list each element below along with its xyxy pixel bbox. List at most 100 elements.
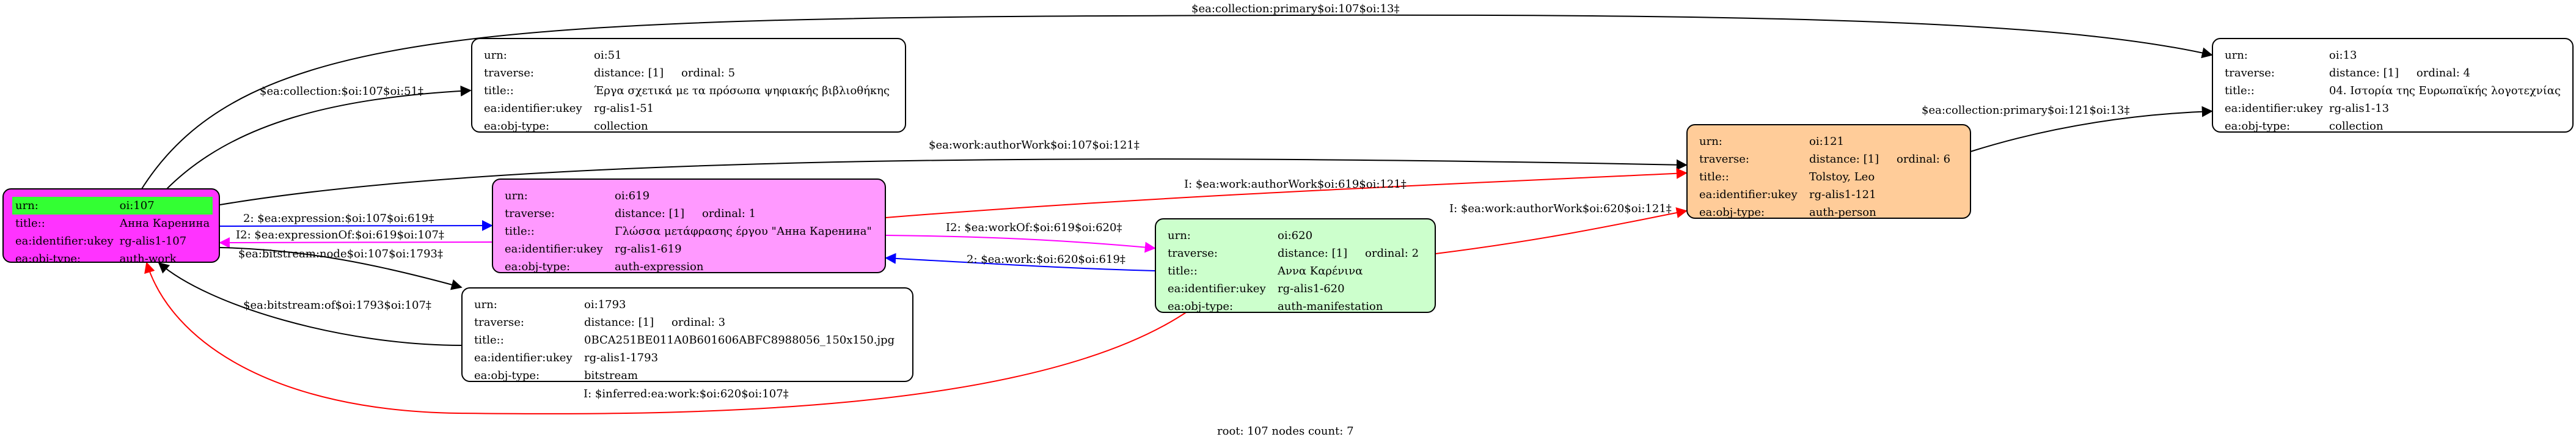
distance-value: distance: [1] xyxy=(615,207,685,220)
objtype-key: ea:obj-type: xyxy=(2225,120,2291,133)
objtype-key: ea:obj-type: xyxy=(1699,206,1765,219)
edge-619-to-107 xyxy=(219,237,492,248)
objtype-value: collection xyxy=(594,120,648,133)
ukey-value: rg-alis1-620 xyxy=(1278,282,1345,295)
edge-121-to-13 xyxy=(1970,106,2213,152)
ukey-value: rg-alis1-121 xyxy=(1809,188,1876,201)
objtype-value: auth-work xyxy=(119,252,177,263)
ukey-value: rg-alis1-13 xyxy=(2329,102,2390,115)
traverse-key: traverse: xyxy=(1168,247,1218,260)
urn-key: urn: xyxy=(505,189,528,202)
edge-107-to-121 xyxy=(219,158,1688,205)
title-value: 04. Ιστορία της Ευρωπαϊκής λογοτεχνίας xyxy=(2329,84,2561,97)
distance-value: distance: [1] xyxy=(1809,153,1879,166)
ordinal-value: ordinal: 2 xyxy=(1365,247,1419,260)
node-oi-121[interactable]: urn: oi:121 traverse: distance: [1] ordi… xyxy=(1686,124,1971,219)
edge-label-107-to-1793: $ea:bitstream:node$oi:107$oi:1793‡ xyxy=(238,248,443,260)
traverse-key: traverse: xyxy=(2225,67,2275,79)
node-oi-51[interactable]: urn: oi:51 traverse: distance: [1] ordin… xyxy=(471,38,906,133)
edge-label-620-to-121: I: $ea:work:authorWork$oi:620$oi:121‡ xyxy=(1449,202,1672,215)
urn-key: urn: xyxy=(1168,229,1191,242)
node-oi-619[interactable]: urn: oi:619 traverse: distance: [1] ordi… xyxy=(492,178,886,273)
title-key: title:: xyxy=(1699,171,1729,183)
ordinal-value: ordinal: 1 xyxy=(702,207,756,220)
urn-value: oi:620 xyxy=(1278,229,1313,242)
ordinal-value: ordinal: 6 xyxy=(1897,153,1951,166)
ordinal-value: ordinal: 3 xyxy=(671,316,726,329)
title-value: 0BCA251BE011A0B601606ABFC8988056_150x150… xyxy=(584,334,895,347)
edge-107-to-13 xyxy=(140,14,2213,191)
objtype-key: ea:obj-type: xyxy=(1168,300,1234,313)
distance-value: distance: [1] xyxy=(1278,247,1348,260)
urn-key: urn: xyxy=(2225,49,2248,62)
ukey-value: rg-alis1-51 xyxy=(594,102,654,115)
title-value: Αννα Καρένινα xyxy=(1278,265,1363,278)
edge-619-to-121 xyxy=(885,167,1688,218)
urn-value: oi:107 xyxy=(119,199,155,212)
edge-label-619-to-620: I2: $ea:workOf:$oi:619$oi:620‡ xyxy=(946,221,1122,234)
traverse-key: traverse: xyxy=(484,67,534,79)
ukey-key: ea:identifier:ukey xyxy=(15,235,114,248)
edge-1793-to-107 xyxy=(158,262,462,346)
edge-label-107-to-121: $ea:work:authorWork$oi:107$oi:121‡ xyxy=(929,139,1140,152)
objtype-value: auth-expression xyxy=(615,260,704,273)
title-key: title:: xyxy=(1168,265,1198,278)
edge-107-to-51 xyxy=(164,85,472,191)
title-key: title:: xyxy=(474,334,504,347)
node-oi-620[interactable]: urn: oi:620 traverse: distance: [1] ordi… xyxy=(1155,218,1436,313)
objtype-key: ea:obj-type: xyxy=(505,260,571,273)
node-oi-1793[interactable]: urn: oi:1793 traverse: distance: [1] ord… xyxy=(461,287,913,382)
objtype-key: ea:obj-type: xyxy=(484,120,550,133)
edge-label-619-to-121: I: $ea:work:authorWork$oi:619$oi:121‡ xyxy=(1184,178,1407,191)
ukey-key: ea:identifier:ukey xyxy=(484,102,582,115)
ordinal-value: ordinal: 4 xyxy=(2416,67,2470,79)
graph-footer: root: 107 nodes count: 7 xyxy=(1217,425,1354,438)
urn-value: oi:1793 xyxy=(584,298,626,311)
objtype-value: auth-manifestation xyxy=(1278,300,1383,313)
ordinal-value: ordinal: 5 xyxy=(681,67,736,79)
urn-key: urn: xyxy=(1699,135,1722,148)
edge-619-to-620 xyxy=(885,235,1156,253)
traverse-key: traverse: xyxy=(1699,153,1749,166)
urn-value: oi:51 xyxy=(594,49,622,62)
distance-value: distance: [1] xyxy=(584,316,654,329)
edge-label-107-to-619: 2: $ea:expression:$oi:107$oi:619‡ xyxy=(243,212,434,225)
ukey-key: ea:identifier:ukey xyxy=(505,243,603,256)
urn-value: oi:13 xyxy=(2329,49,2357,62)
urn-key: urn: xyxy=(474,298,497,311)
edge-label-121-to-13: $ea:collection:primary$oi:121$oi:13‡ xyxy=(1922,104,2130,117)
node-oi-13[interactable]: urn: oi:13 traverse: distance: [1] ordin… xyxy=(2212,38,2574,133)
edge-label-107-to-51: $ea:collection:$oi:107$oi:51‡ xyxy=(260,85,423,98)
objtype-value: collection xyxy=(2329,120,2384,133)
urn-value: oi:121 xyxy=(1809,135,1845,148)
edge-label-107-to-13: $ea:collection:primary$oi:107$oi:13‡ xyxy=(1191,2,1400,15)
distance-value: distance: [1] xyxy=(594,67,664,79)
edge-label-620-to-619: 2: $ea:work:$oi:620$oi:619‡ xyxy=(967,253,1125,266)
edge-label-620-to-107: I: $inferred:ea:work:$oi:620$oi:107‡ xyxy=(584,388,789,400)
title-value: Γλώσσα μετάφρασης έργου "Анна Каренина" xyxy=(615,225,872,238)
edge-620-to-619 xyxy=(885,252,1155,271)
ukey-value: rg-alis1-107 xyxy=(119,235,187,248)
objtype-key: ea:obj-type: xyxy=(474,369,540,382)
title-value: Анна Каренина xyxy=(119,217,210,230)
edge-label-1793-to-107: $ea:bitstream:of$oi:1793$oi:107‡ xyxy=(243,299,431,312)
edge-620-to-121 xyxy=(1435,207,1688,254)
ukey-key: ea:identifier:ukey xyxy=(1168,282,1266,295)
urn-key: urn: xyxy=(484,49,507,62)
title-value: Έργα σχετικά με τα πρόσωπα ψηφιακής βιβλ… xyxy=(594,84,890,97)
ukey-key: ea:identifier:ukey xyxy=(474,351,573,364)
title-key: title:: xyxy=(15,217,45,230)
objtype-key: ea:obj-type: xyxy=(15,252,81,263)
node-oi-107[interactable]: urn: oi:107 title:: Анна Каренина ea:ide… xyxy=(2,188,220,263)
distance-value: distance: [1] xyxy=(2329,67,2399,79)
title-key: title:: xyxy=(505,225,535,238)
urn-key: urn: xyxy=(15,199,38,212)
objtype-value: auth-person xyxy=(1809,206,1876,219)
traverse-key: traverse: xyxy=(474,316,524,329)
edge-107-to-1793 xyxy=(219,247,463,290)
ukey-key: ea:identifier:ukey xyxy=(2225,102,2323,115)
title-key: title:: xyxy=(484,84,514,97)
title-key: title:: xyxy=(2225,84,2255,97)
node-row-urn: urn: oi:107 xyxy=(12,197,213,215)
edge-label-619-to-107: I2: $ea:expressionOf:$oi:619$oi:107‡ xyxy=(236,229,444,241)
